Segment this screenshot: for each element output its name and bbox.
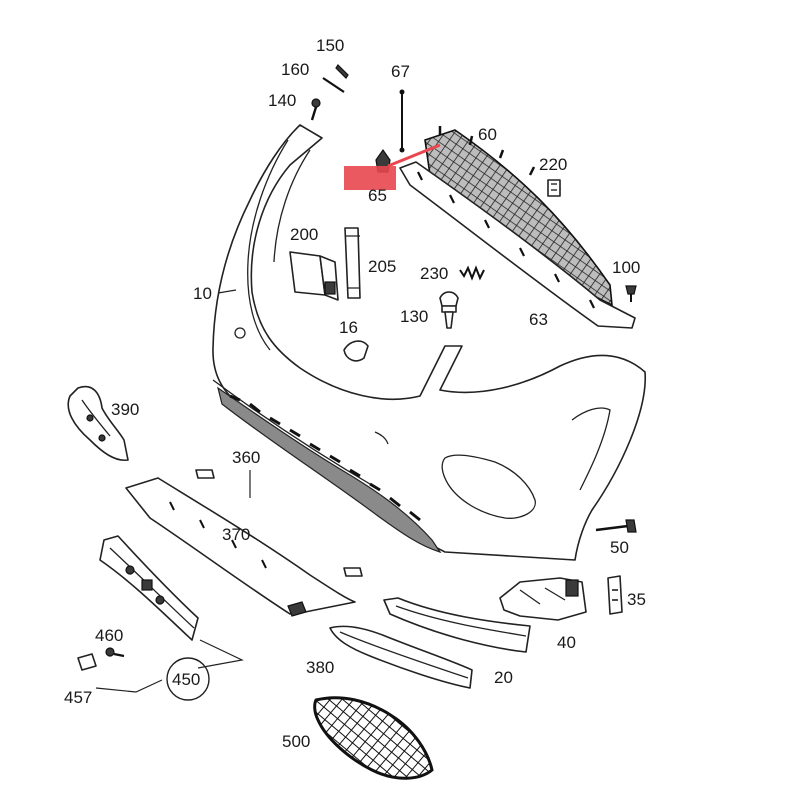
callout-60: 60	[478, 125, 497, 144]
callout-220: 220	[539, 155, 567, 174]
callout-20: 20	[494, 668, 513, 687]
bumper-cover-part	[212, 124, 646, 561]
clip-457	[77, 653, 97, 671]
callout-140: 140	[268, 91, 296, 110]
grille-insert-500	[313, 696, 434, 780]
screw-460	[105, 647, 125, 658]
part-65-clip	[344, 143, 441, 190]
callout-360: 360	[232, 448, 260, 467]
bracket-40	[499, 577, 587, 621]
callout-67: 67	[391, 62, 410, 81]
clip-100	[625, 285, 637, 302]
callout-205: 205	[368, 257, 396, 276]
cap-16	[343, 340, 369, 362]
callout-130: 130	[400, 307, 428, 326]
lower-trim-strip-part	[217, 386, 442, 554]
screw-140	[310, 98, 321, 121]
callout-35: 35	[627, 590, 646, 609]
fastener-160	[322, 77, 345, 93]
bracket-205	[344, 227, 361, 299]
lip-380	[329, 625, 473, 689]
trim-20	[383, 597, 531, 653]
license-plate-bracket	[99, 535, 199, 641]
bolt-50	[595, 519, 637, 533]
bracket-220	[547, 179, 561, 197]
callout-63: 63	[529, 310, 548, 329]
callout-370: 370	[222, 525, 250, 544]
spring-230	[459, 265, 485, 281]
callout-160: 160	[281, 60, 309, 79]
fastener-150	[335, 64, 349, 79]
highlight-marker	[344, 166, 396, 190]
callout-100: 100	[612, 258, 640, 277]
callout-circle-450	[166, 657, 210, 701]
grille-trim-strip-part	[399, 161, 636, 329]
bracket-390	[67, 385, 129, 462]
callout-16: 16	[339, 318, 358, 337]
pad-near-370	[343, 567, 363, 577]
pad-360	[195, 469, 215, 479]
bracket-35	[607, 575, 623, 615]
callout-457: 457	[64, 688, 92, 707]
callout-10: 10	[193, 284, 212, 303]
part-67-rod	[399, 89, 405, 153]
callout-150: 150	[316, 36, 344, 55]
callout-40: 40	[557, 633, 576, 652]
callout-380: 380	[306, 658, 334, 677]
pushpin-130	[439, 291, 459, 329]
callout-65: 65	[368, 186, 387, 205]
callout-230: 230	[420, 264, 448, 283]
callout-500: 500	[282, 732, 310, 751]
callout-460: 460	[95, 626, 123, 645]
callout-200: 200	[290, 225, 318, 244]
callout-50: 50	[610, 538, 629, 557]
callout-450: 450	[172, 670, 200, 689]
sensor-200	[289, 251, 339, 301]
callout-390: 390	[111, 400, 139, 419]
skid-plate-370	[125, 477, 356, 617]
